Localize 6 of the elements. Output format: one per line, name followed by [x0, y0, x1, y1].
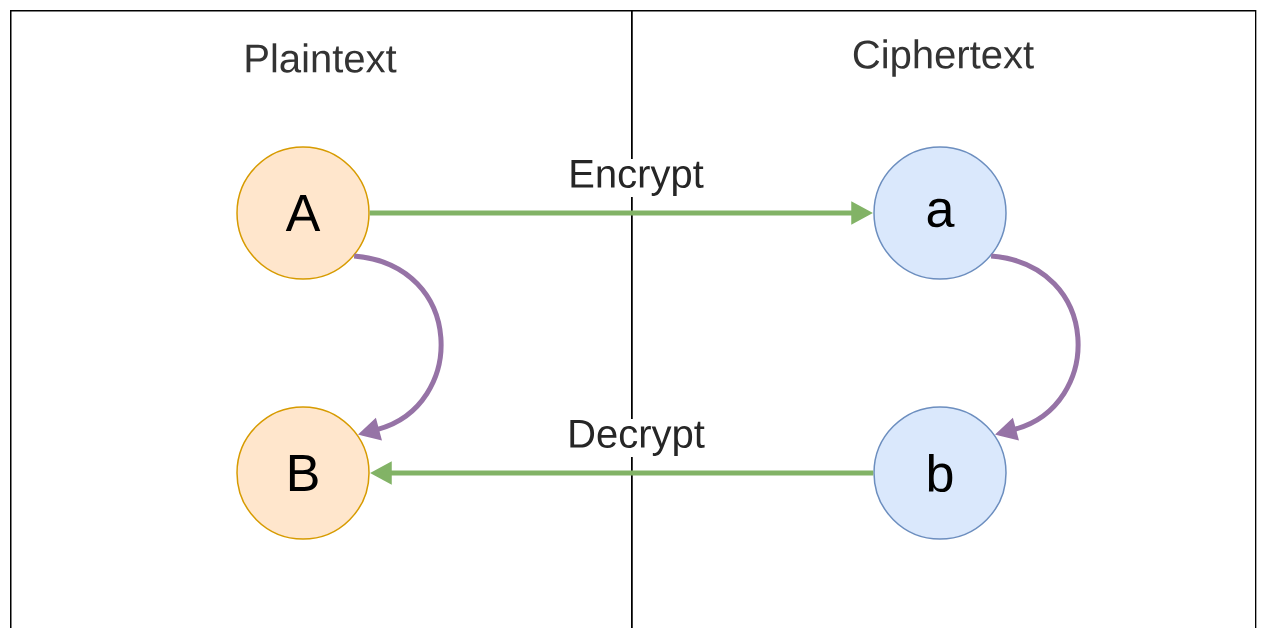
edge-label: Encrypt	[567, 159, 705, 197]
panel-heading: Plaintext	[246, 43, 397, 73]
arrow	[990, 253, 1081, 441]
edge-label: Decrypt	[566, 419, 706, 457]
arrow	[353, 253, 444, 441]
panel-heading: Ciphertext	[853, 39, 1034, 77]
